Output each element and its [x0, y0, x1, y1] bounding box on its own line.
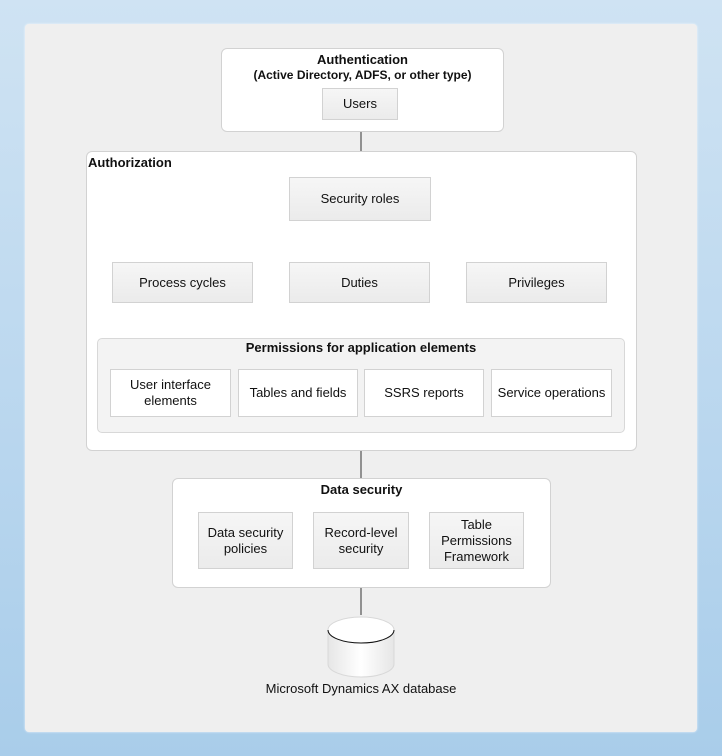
security-roles-box: Security roles	[289, 177, 431, 221]
permission-item: Service operations	[491, 369, 612, 417]
users-box: Users	[322, 88, 398, 120]
authentication-title: Authentication	[317, 52, 408, 67]
permission-item: User interface elements	[110, 369, 231, 417]
data-security-title: Data security	[320, 482, 403, 497]
database-icon	[327, 616, 395, 678]
permissions-title: Permissions for application elements	[245, 340, 477, 355]
authentication-subtitle: (Active Directory, ADFS, or other type)	[253, 68, 472, 82]
authorization-title: Authorization	[88, 155, 172, 170]
permission-item: SSRS reports	[364, 369, 484, 417]
process-cycles-box: Process cycles	[112, 262, 253, 303]
data-security-item: Record-level security	[313, 512, 409, 569]
permission-item: Tables and fields	[238, 369, 358, 417]
privileges-box: Privileges	[466, 262, 607, 303]
data-security-item: Data security policies	[198, 512, 293, 569]
duties-box: Duties	[289, 262, 430, 303]
data-security-item: Table Permissions Framework	[429, 512, 524, 569]
database-label: Microsoft Dynamics AX database	[265, 681, 457, 696]
